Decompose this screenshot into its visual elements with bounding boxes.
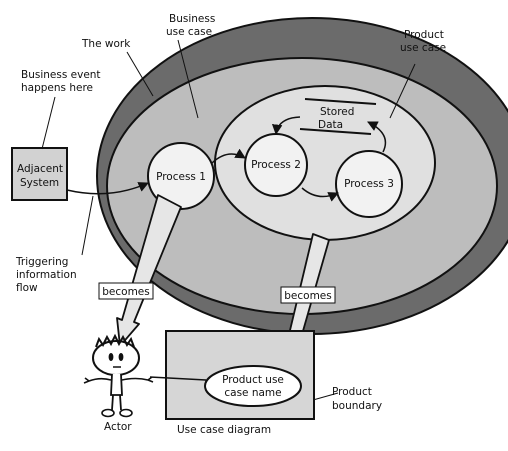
label-product-use-case-2: use case xyxy=(400,42,446,54)
becomes-left-tag xyxy=(98,282,154,300)
becomes-right-tag xyxy=(280,286,336,304)
becomes-arrow-left xyxy=(116,194,182,347)
flow-stored-data-to-process2 xyxy=(271,116,301,136)
label-product-boundary-1: Product xyxy=(332,386,372,398)
flow-process3-to-stored-data xyxy=(367,121,387,153)
triggering-flow-arrow xyxy=(66,182,149,195)
label-stored-data-2: Data xyxy=(318,119,343,131)
label-becomes-left: becomes xyxy=(102,286,149,298)
label-use-case-diagram: Use case diagram xyxy=(177,424,271,436)
pointer-triggering-flow xyxy=(81,195,94,256)
pointer-business-event xyxy=(41,96,56,150)
adjacent-system-box xyxy=(11,147,68,201)
label-triggering-flow-3: flow xyxy=(16,282,38,294)
label-business-event-2: happens here xyxy=(21,82,93,94)
label-business-use-case-1: Business xyxy=(169,13,215,25)
actor-figure xyxy=(83,333,154,418)
label-business-use-case-2: use case xyxy=(166,26,212,38)
label-product-use-case-name-1: Product use xyxy=(222,374,284,386)
label-stored-data-1: Stored xyxy=(320,106,354,118)
pointer-product-use-case xyxy=(389,63,416,119)
label-product-boundary-2: boundary xyxy=(332,400,382,412)
label-adjacent-system-2: System xyxy=(20,177,59,189)
stored-data-bottom-line xyxy=(299,128,372,135)
label-the-work: The work xyxy=(81,38,131,50)
label-triggering-flow-2: information xyxy=(16,269,77,281)
flow-process1-to-process2 xyxy=(211,148,246,164)
label-actor: Actor xyxy=(104,421,132,433)
pointer-business-use-case xyxy=(177,39,199,119)
label-product-use-case-1: Product xyxy=(404,29,444,41)
label-product-use-case-name-2: case name xyxy=(224,387,281,399)
pointer-product-boundary xyxy=(312,392,339,401)
actor-association-line xyxy=(149,376,207,381)
label-process-1: Process 1 xyxy=(156,171,206,183)
process-3-circle xyxy=(335,150,403,218)
label-process-3: Process 3 xyxy=(344,178,394,190)
label-becomes-right: becomes xyxy=(284,290,331,302)
pointer-the-work xyxy=(126,51,154,97)
product-use-case-ellipse xyxy=(204,365,302,407)
label-process-2: Process 2 xyxy=(251,159,301,171)
label-business-event-1: Business event xyxy=(21,69,101,81)
flow-process2-to-process3 xyxy=(301,187,339,202)
label-adjacent-system-1: Adjacent xyxy=(17,163,63,175)
label-triggering-flow-1: Triggering xyxy=(15,256,68,268)
stored-data-top-line xyxy=(304,98,377,105)
